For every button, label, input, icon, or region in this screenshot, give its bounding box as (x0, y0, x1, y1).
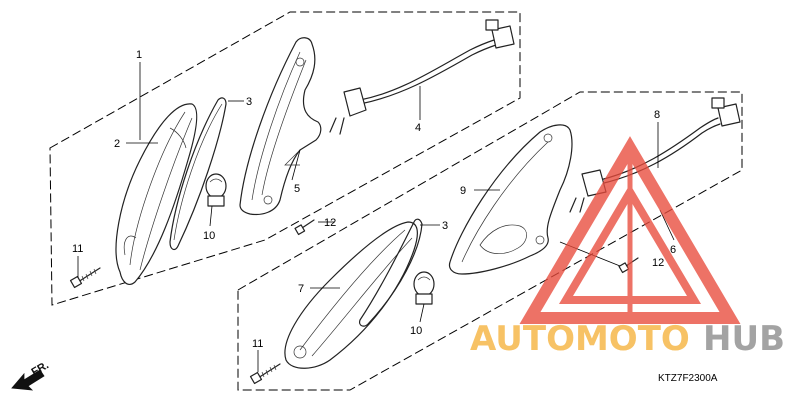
watermark: AUTOMOTO HUB (470, 136, 785, 359)
lower-bulb-part-10 (413, 271, 435, 305)
callout-1: 1 (136, 49, 142, 61)
callout-2: 2 (114, 138, 120, 150)
front-direction-label: FR. (30, 359, 51, 378)
callout-4: 4 (415, 122, 421, 134)
callout-11-upper: 11 (72, 243, 83, 255)
callout-10-upper: 10 (203, 230, 215, 242)
upper-screw-part-12 (294, 219, 315, 236)
watermark-triangle-logo (519, 136, 741, 324)
callout-3-lower: 3 (442, 220, 448, 232)
lower-assembly-frame (237, 91, 743, 391)
upper-lens-part-2 (115, 103, 198, 285)
lower-lens-part-7 (284, 221, 418, 369)
diagram-code: KTZ7F2300A (658, 373, 718, 384)
callout-12-lower: 12 (652, 257, 664, 269)
callout-11-lower: 11 (252, 338, 263, 350)
front-arrow-icon (11, 369, 45, 391)
callout-7: 7 (298, 283, 304, 295)
upper-gasket-part-3 (169, 97, 227, 251)
callout-3-upper: 3 (246, 96, 252, 108)
upper-housing-part-5 (239, 37, 322, 216)
upper-bulb-part-10 (205, 173, 227, 207)
upper-assembly-frame (49, 11, 521, 306)
front-direction-indicator: FR. (11, 359, 51, 391)
callout-8: 8 (654, 109, 660, 121)
lower-housing-part-9 (448, 124, 573, 275)
callout-6: 6 (670, 244, 676, 256)
upper-wire-harness-part-4 (329, 19, 515, 135)
watermark-text-gray: HUB (703, 319, 785, 359)
lower-gasket-part-3 (359, 218, 423, 327)
callout-10-lower: 10 (410, 325, 422, 337)
watermark-text-orange: AUTOMOTO (470, 319, 690, 359)
callout-12-upper: 12 (324, 217, 336, 229)
upper-screw-part-11 (69, 267, 101, 289)
lower-screw-part-11 (249, 363, 281, 385)
callout-9: 9 (460, 185, 466, 197)
callout-5: 5 (294, 183, 300, 195)
